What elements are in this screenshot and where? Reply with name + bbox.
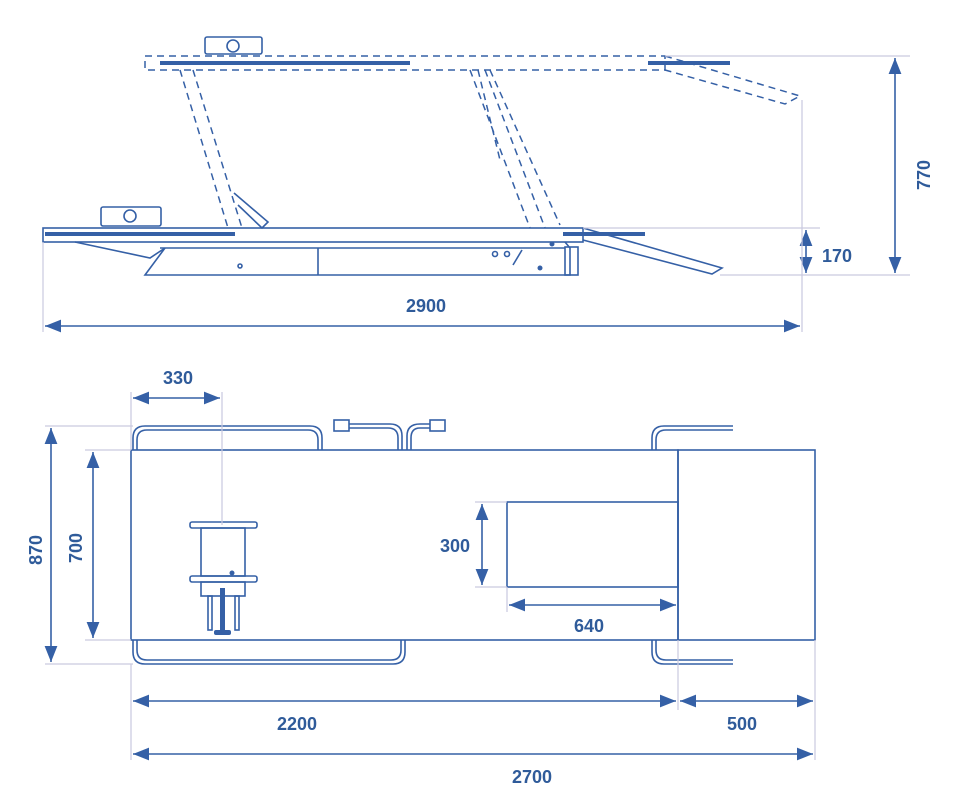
hydraulic-hoses: [333, 419, 446, 450]
dimension-lift-height: 770: [665, 55, 934, 276]
dimension-total-length: 2700: [133, 747, 813, 787]
platform-outline: [130, 449, 679, 641]
dim-330-label: 330: [163, 368, 193, 388]
top-view: 330 870 700 300 640: [26, 368, 816, 787]
dim-700-label: 700: [66, 533, 86, 563]
dimension-column-offset: 330: [130, 368, 223, 525]
cutout-outline: [506, 501, 679, 588]
dimension-platform-width: 700: [66, 449, 131, 641]
side-view: 770 170 2900: [42, 36, 934, 333]
side-rails: [132, 425, 733, 665]
lowered-platform: [42, 192, 724, 276]
lift-unit: [189, 521, 258, 635]
lift-column-lowered: [100, 206, 162, 227]
raised-platform-dashed: [144, 55, 802, 229]
ramp-outline: [677, 449, 816, 641]
dimension-ramp-length: 500: [680, 694, 813, 734]
dimension-cutout-length: 640: [506, 587, 676, 636]
dim-2700-label: 2700: [512, 767, 552, 787]
dim-170-label: 170: [822, 246, 852, 266]
dim-770-label: 770: [914, 160, 934, 190]
dimension-cutout-width: 300: [440, 501, 507, 588]
lift-column-raised: [204, 36, 263, 55]
dim-2900-label: 2900: [406, 296, 446, 316]
dim-640-label: 640: [574, 616, 604, 636]
dim-500-label: 500: [727, 714, 757, 734]
dim-300-label: 300: [440, 536, 470, 556]
dimension-platform-length: 2200: [130, 640, 816, 760]
dim-2200-label: 2200: [277, 714, 317, 734]
dimension-overall-width: 870: [26, 425, 133, 665]
dimension-overall-length: 2900: [42, 100, 803, 333]
dim-870-label: 870: [26, 535, 46, 565]
dimension-platform-height: 170: [583, 227, 852, 273]
